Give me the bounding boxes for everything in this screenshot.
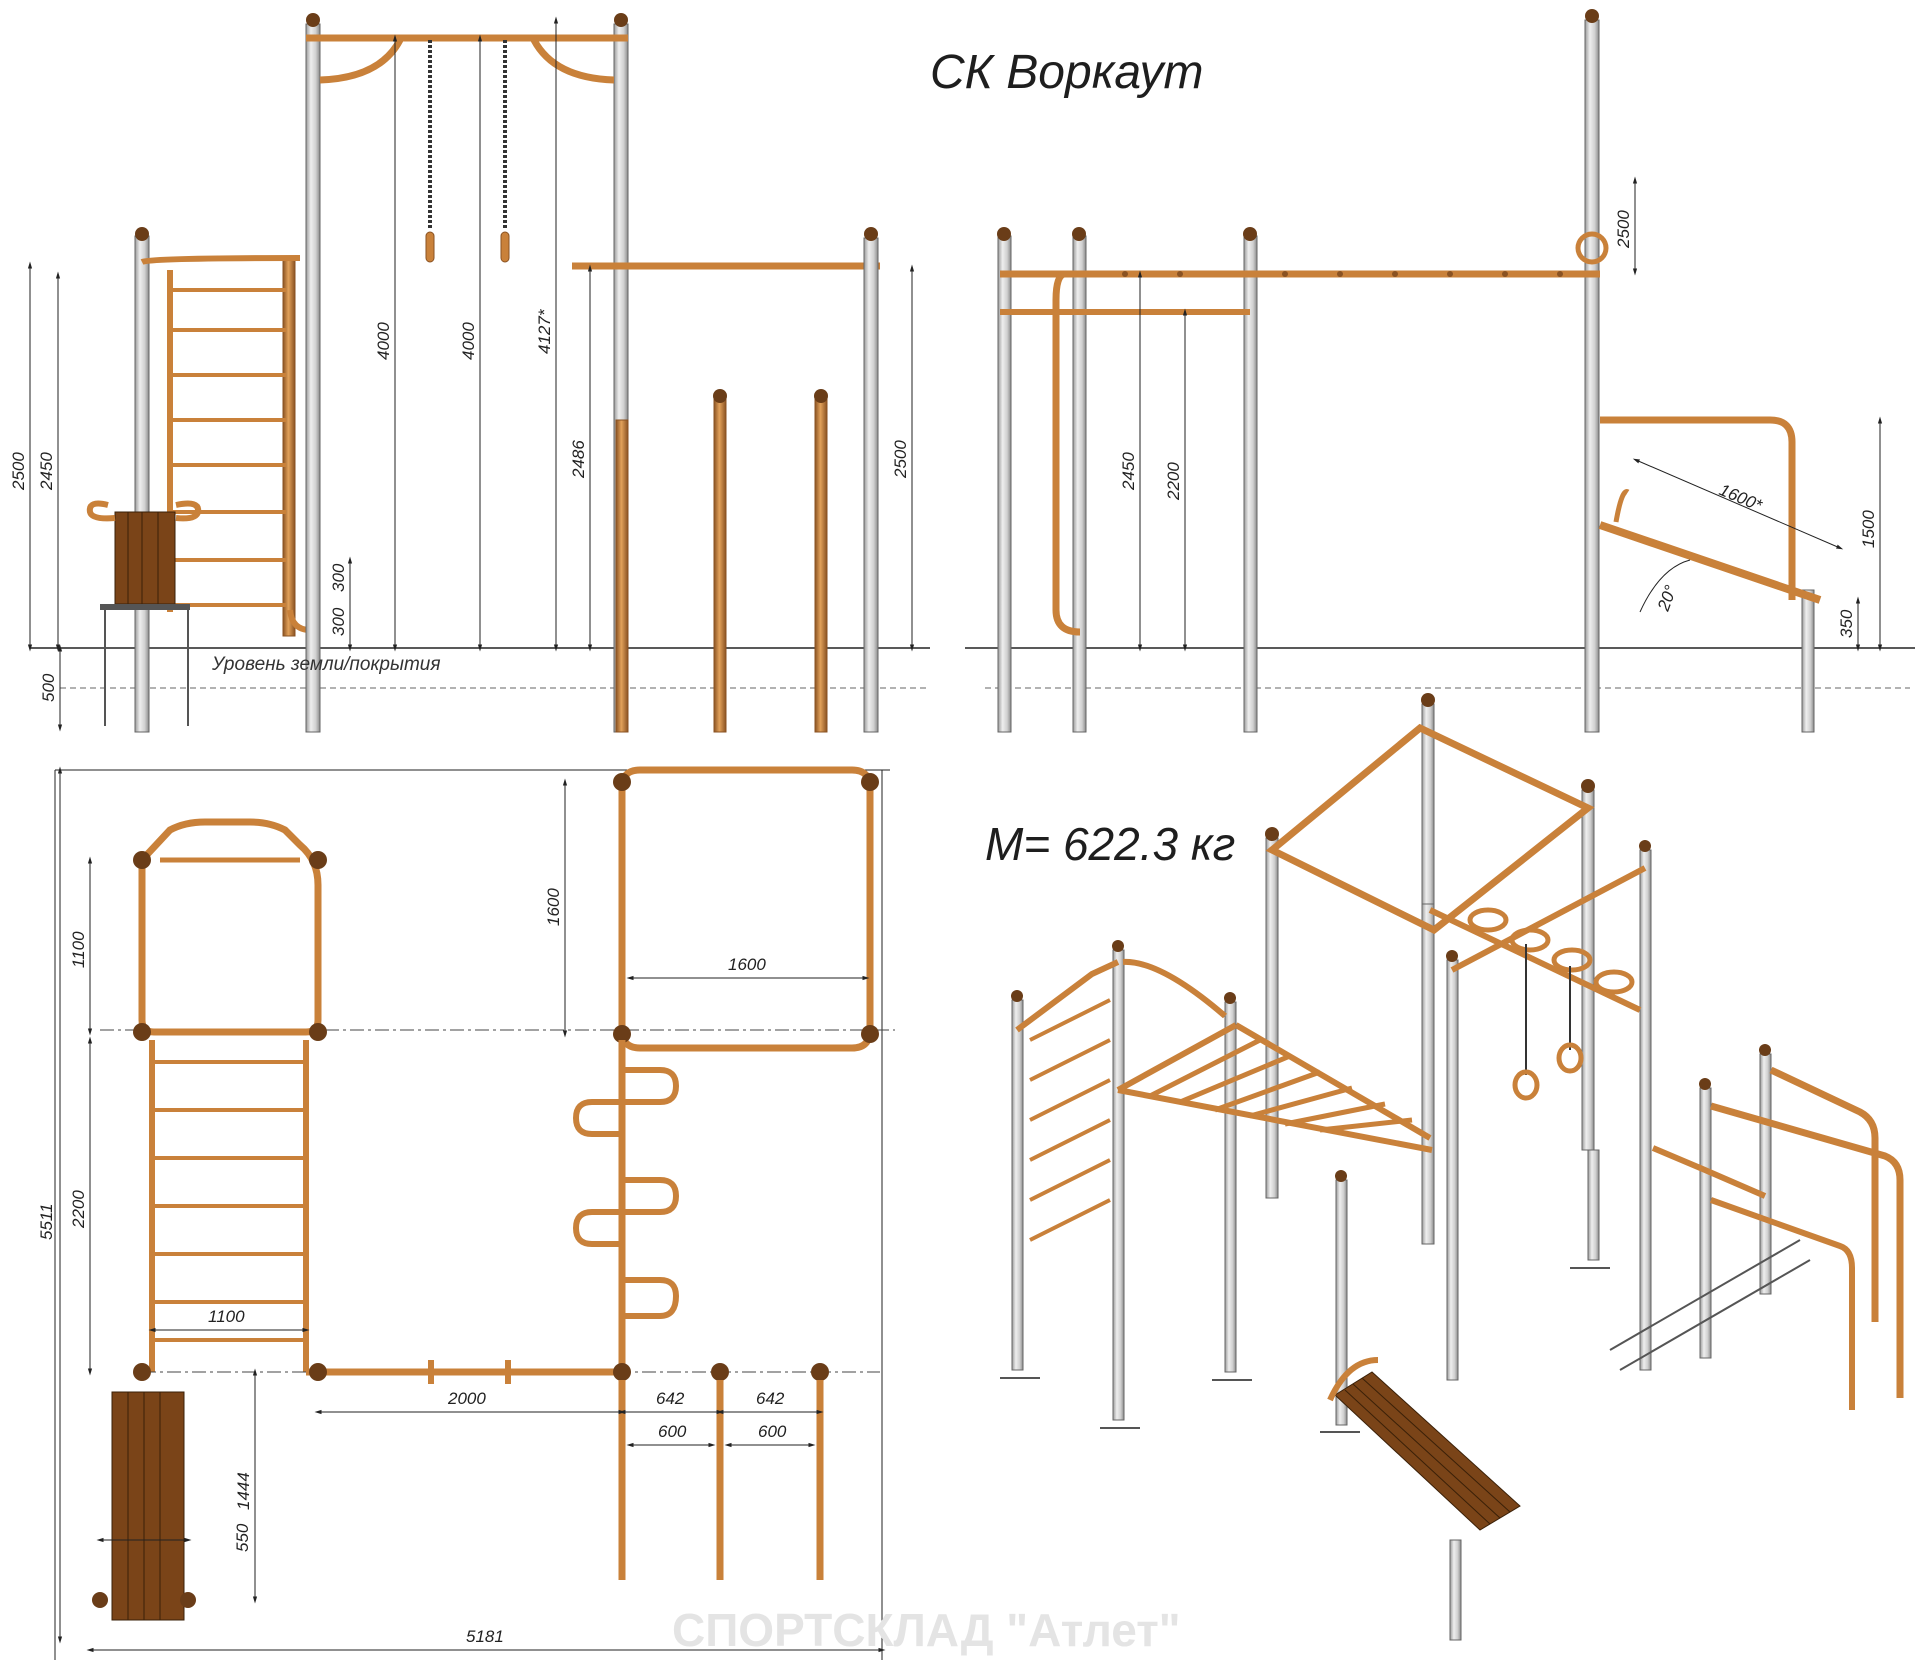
dim-front-300b: 300	[329, 607, 348, 636]
plan-view: 1100 1600 1600 2200 5511 1100 2000 642 6…	[37, 766, 895, 1660]
dim-side-2200: 2200	[1164, 462, 1183, 501]
dim-plan-1100-low: 1100	[208, 1307, 245, 1326]
dim-front-2500: 2500	[9, 452, 28, 491]
dim-plan-1600-v: 1600	[544, 888, 563, 926]
dim-side-20deg: 20°	[1654, 583, 1681, 615]
dim-plan-550: 550	[233, 1523, 252, 1552]
ground-level-label: Уровень земли/покрытия	[211, 654, 441, 675]
dim-front-4000a: 4000	[374, 322, 393, 360]
dim-plan-1100-top: 1100	[69, 931, 88, 968]
dim-plan-642b: 642	[756, 1389, 785, 1408]
dim-front-4000b: 4000	[459, 322, 478, 360]
dim-plan-600b: 600	[758, 1422, 787, 1441]
bench-front	[86, 500, 202, 726]
dim-side-2500: 2500	[1614, 210, 1633, 249]
mass-label: M= 622.3 кг	[985, 818, 1235, 870]
dim-front-2486: 2486	[569, 440, 588, 479]
dim-front-500: 500	[39, 673, 58, 702]
rings-frame-front	[305, 13, 629, 733]
dim-plan-600a: 600	[658, 1422, 687, 1441]
wall-bars-front	[134, 227, 311, 733]
incline-bench-iso	[1327, 1357, 1521, 1641]
dim-plan-1444: 1444	[234, 1472, 253, 1510]
dim-side-1500: 1500	[1859, 510, 1878, 548]
dim-plan-642a: 642	[656, 1389, 685, 1408]
dim-front-2450: 2450	[37, 452, 56, 491]
dim-plan-1600-h: 1600	[728, 955, 766, 974]
dim-front-4127: 4127*	[535, 308, 554, 354]
parallel-bars-front	[572, 227, 880, 733]
dim-plan-2000: 2000	[447, 1389, 486, 1408]
drawing-title: СК Воркаут	[930, 46, 1203, 99]
side-elevation-view: 2450 2200 2500 1600* 1500 20° 350	[965, 9, 1915, 733]
front-elevation-view: 2500 2450 300 300 500 4000 4000 4127* 24…	[9, 13, 930, 733]
dim-plan-2200: 2200	[69, 1190, 88, 1229]
dim-plan-5181: 5181	[466, 1627, 504, 1646]
dim-side-1600: 1600*	[1716, 480, 1766, 515]
isometric-view	[1000, 693, 1904, 1641]
dim-side-2450: 2450	[1119, 452, 1138, 491]
watermark: СПОРТСКЛАД "Атлет"	[672, 1604, 1181, 1656]
dim-plan-5511: 5511	[37, 1203, 56, 1240]
dim-front-2500b: 2500	[891, 440, 910, 479]
dim-front-300a: 300	[329, 563, 348, 592]
dim-side-350: 350	[1837, 609, 1856, 638]
